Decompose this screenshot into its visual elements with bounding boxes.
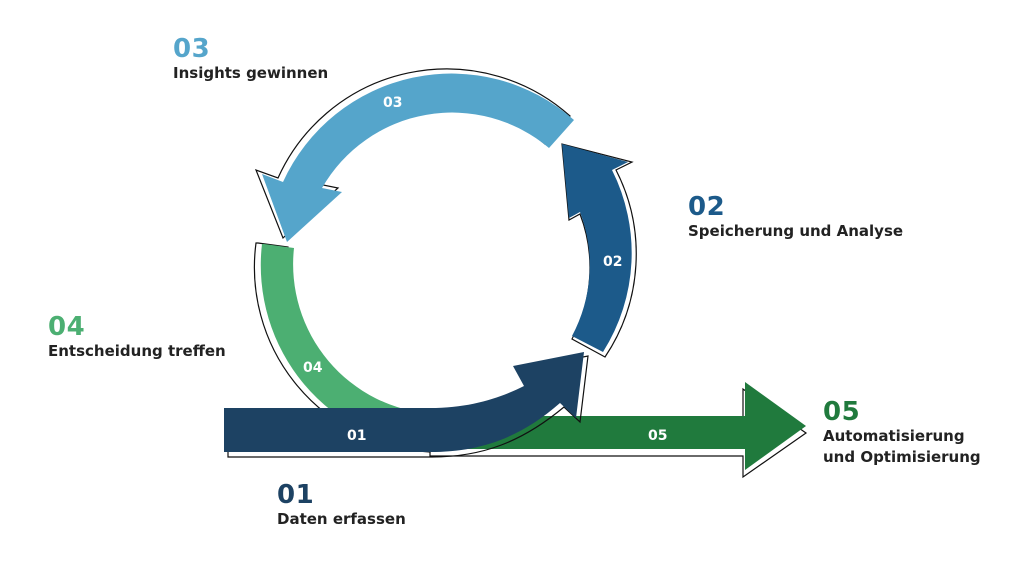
arrow-step-1	[224, 352, 589, 458]
step-4-number: 04	[48, 312, 86, 342]
step-5-title-line1: Automatisierung	[823, 427, 965, 445]
step-5-label: 05 Automatisierung und Optimisierung	[823, 398, 981, 468]
arrow-step-5-shape	[432, 382, 806, 470]
step-5-title-line2: und Optimisierung	[823, 448, 981, 466]
arrow-step-3-shape	[262, 73, 574, 243]
step-4-title: Entscheidung treffen	[48, 342, 226, 360]
step-2-number: 02	[688, 192, 726, 222]
arrow-label-03: 03	[383, 95, 402, 111]
arrow-label-01: 01	[347, 428, 366, 444]
arrow-step-5	[429, 382, 808, 479]
step-2-title: Speicherung und Analyse	[688, 222, 904, 240]
step-5-number: 05	[823, 397, 861, 427]
step-3-title: Insights gewinnen	[173, 64, 329, 82]
arrow-label-02: 02	[603, 254, 622, 270]
arrow-step-2	[561, 143, 637, 358]
arrow-step-1-shape	[224, 352, 584, 452]
arrow-label-04: 04	[303, 360, 323, 376]
arrow-step-2-shape	[562, 144, 632, 352]
step-2-label: 02 Speicherung und Analyse	[688, 193, 903, 242]
step-1-number: 01	[277, 480, 315, 510]
step-1-label: 01 Daten erfassen	[277, 481, 406, 530]
arrow-label-05: 05	[648, 428, 667, 444]
arrow-step-3	[254, 68, 574, 243]
step-3-label: 03 Insights gewinnen	[173, 35, 328, 84]
step-1-title: Daten erfassen	[277, 510, 406, 528]
step-4-label: 04 Entscheidung treffen	[48, 313, 226, 362]
step-3-number: 03	[173, 34, 211, 64]
